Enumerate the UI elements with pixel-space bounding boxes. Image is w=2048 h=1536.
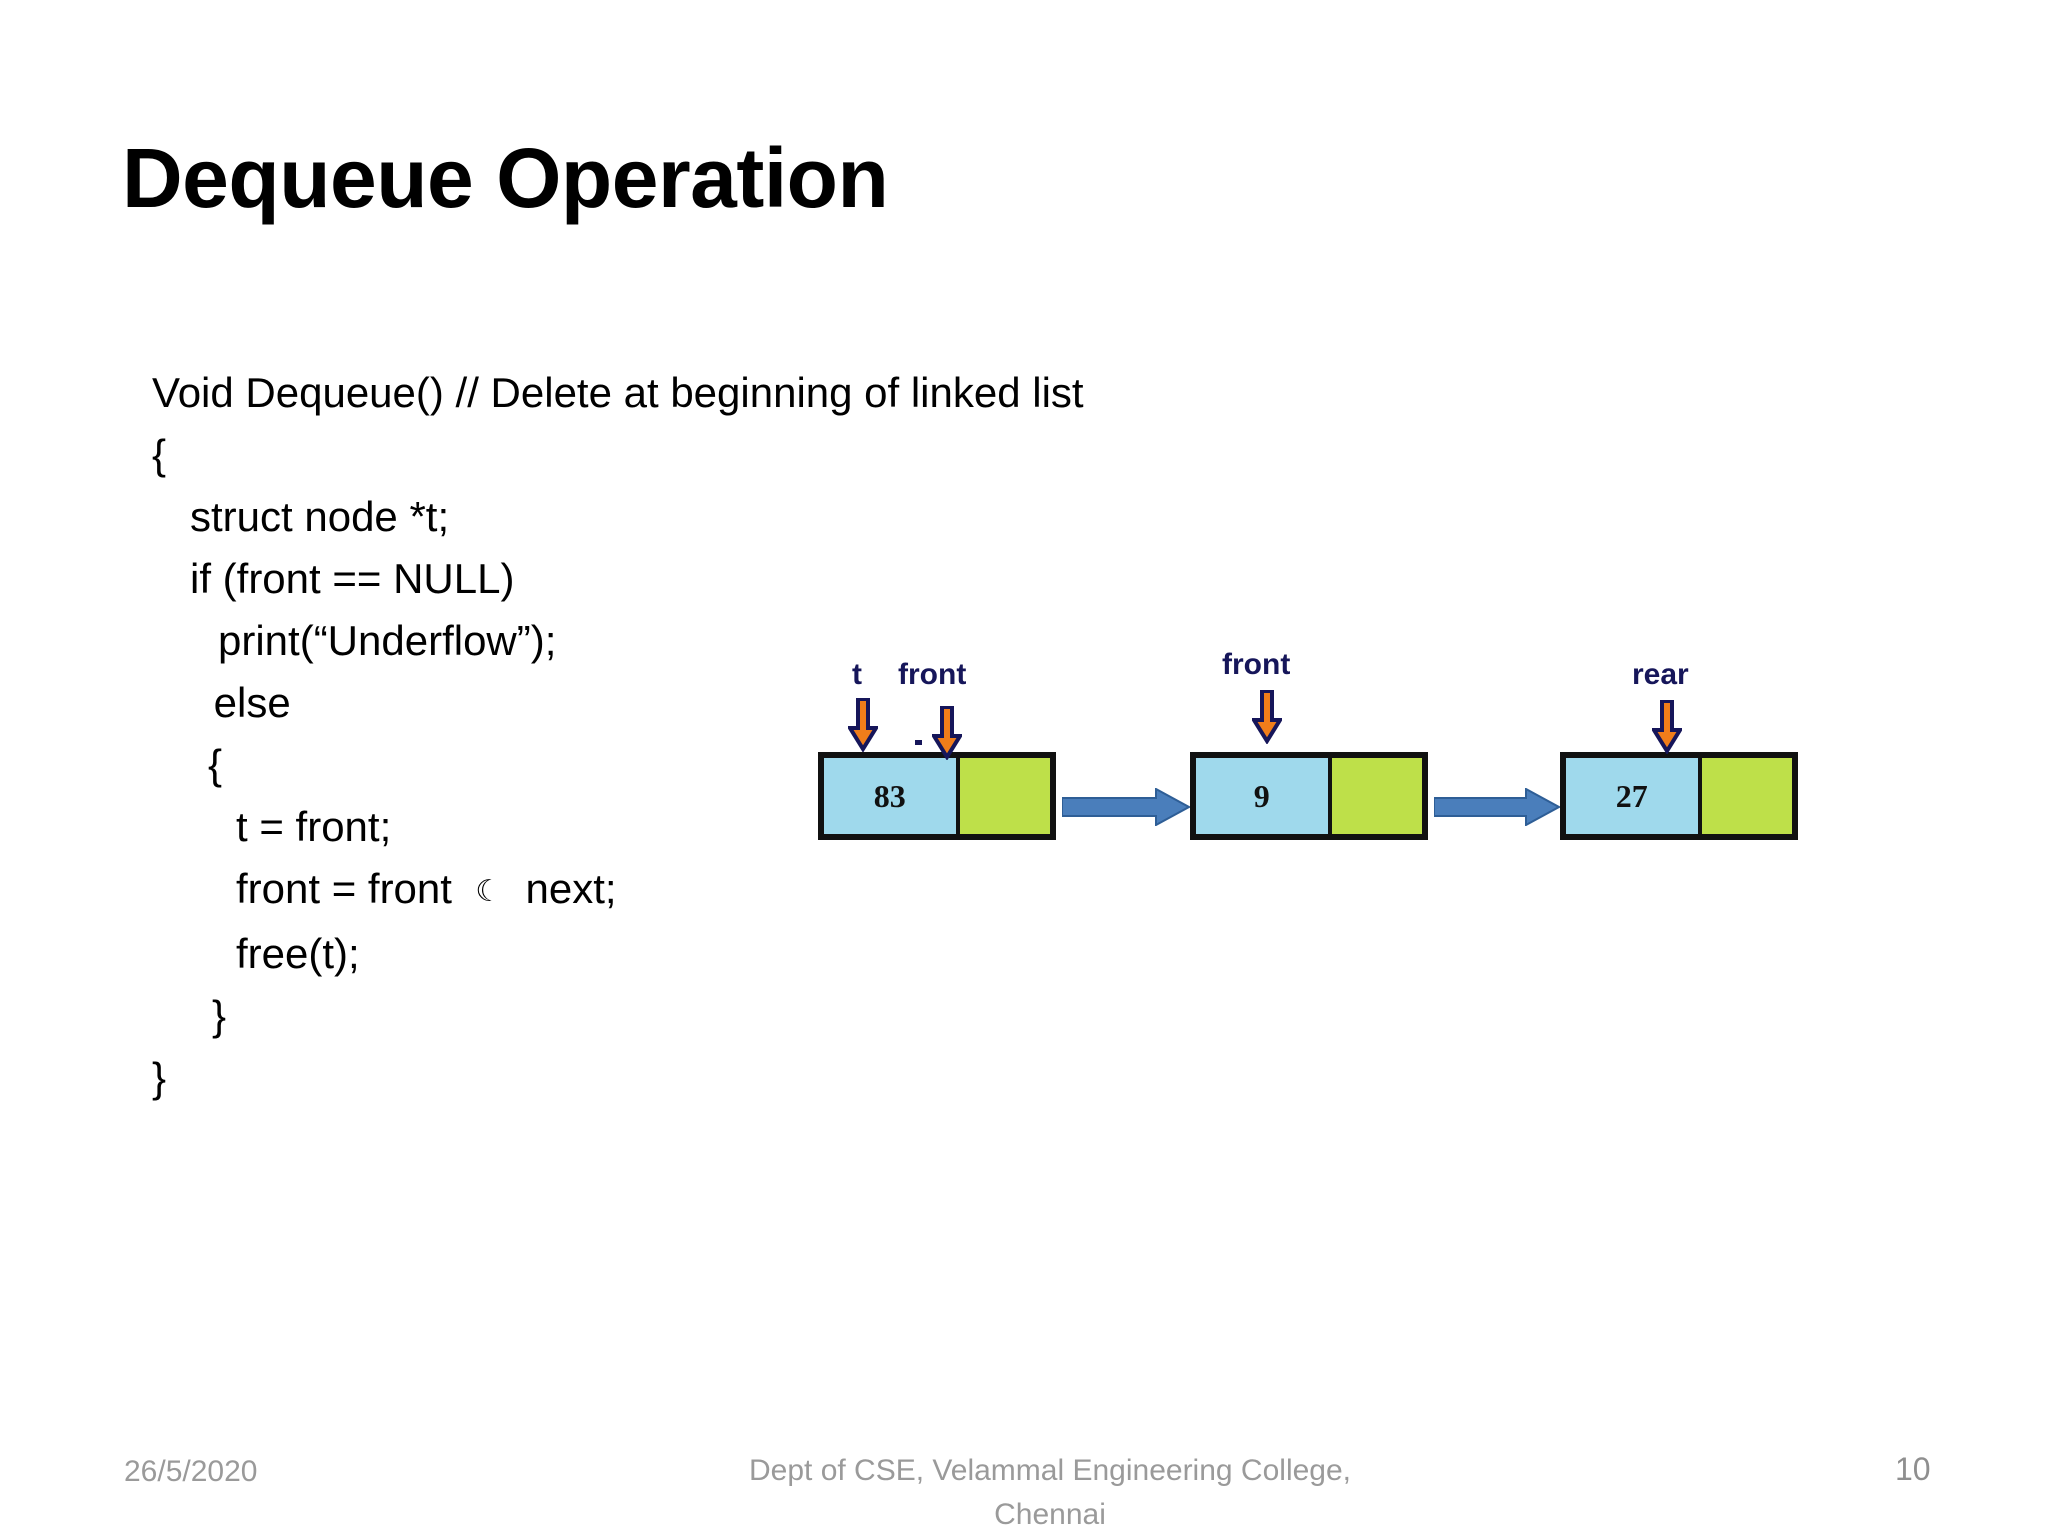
pointer-down-arrow-icon xyxy=(930,705,964,761)
node-next-cell xyxy=(1331,758,1422,834)
pointer-label: rear xyxy=(1632,658,1689,691)
pointer-label: front xyxy=(898,658,967,691)
list-node: 9 xyxy=(1190,752,1428,840)
footer-organization: Dept of CSE, Velammal Engineering Colleg… xyxy=(749,1454,1351,1531)
list-node: 27 xyxy=(1560,752,1798,840)
crescent-moon-icon: ☾ xyxy=(475,874,503,909)
footer-date: 26/5/2020 xyxy=(124,1455,258,1488)
node-data-cell: 83 xyxy=(824,758,960,834)
code-line: Void Dequeue() // Delete at beginning of… xyxy=(152,369,1084,416)
code-line: if (front == NULL) xyxy=(190,555,515,602)
next-pointer-arrow-icon xyxy=(1433,787,1562,827)
code-line: { xyxy=(208,741,223,788)
node-next-cell xyxy=(1701,758,1792,834)
pointer-down-arrow-icon xyxy=(1250,689,1284,745)
node-data-cell: 9 xyxy=(1196,758,1332,834)
code-line-text: front = front xyxy=(236,865,452,912)
code-line: front = front ☾ next; xyxy=(152,858,1084,923)
pointer-label: front xyxy=(1222,648,1291,681)
code-block: Void Dequeue() // Delete at beginning of… xyxy=(152,362,1084,1109)
code-line: { xyxy=(152,431,167,478)
code-line: else xyxy=(202,679,291,726)
code-line: struct node *t; xyxy=(190,493,450,540)
code-line: t = front; xyxy=(236,803,392,850)
page-title: Dequeue Operation xyxy=(122,131,889,225)
next-pointer-arrow-icon xyxy=(1061,787,1192,827)
footer-page-number: 10 xyxy=(1895,1451,1931,1487)
code-line: print(“Underflow”); xyxy=(218,617,557,664)
pointer-down-arrow-icon xyxy=(1650,699,1684,755)
code-line: free(t); xyxy=(236,930,360,977)
code-line-text-after: next; xyxy=(525,865,617,912)
code-line: } xyxy=(152,1054,167,1101)
pointer-down-arrow-icon xyxy=(846,697,880,753)
node-data-cell: 27 xyxy=(1566,758,1702,834)
list-node: 83 xyxy=(818,752,1056,840)
pointer-label: t xyxy=(852,658,862,691)
code-line: } xyxy=(212,992,227,1039)
stray-dot-artifact xyxy=(915,740,922,745)
node-next-cell xyxy=(959,758,1050,834)
